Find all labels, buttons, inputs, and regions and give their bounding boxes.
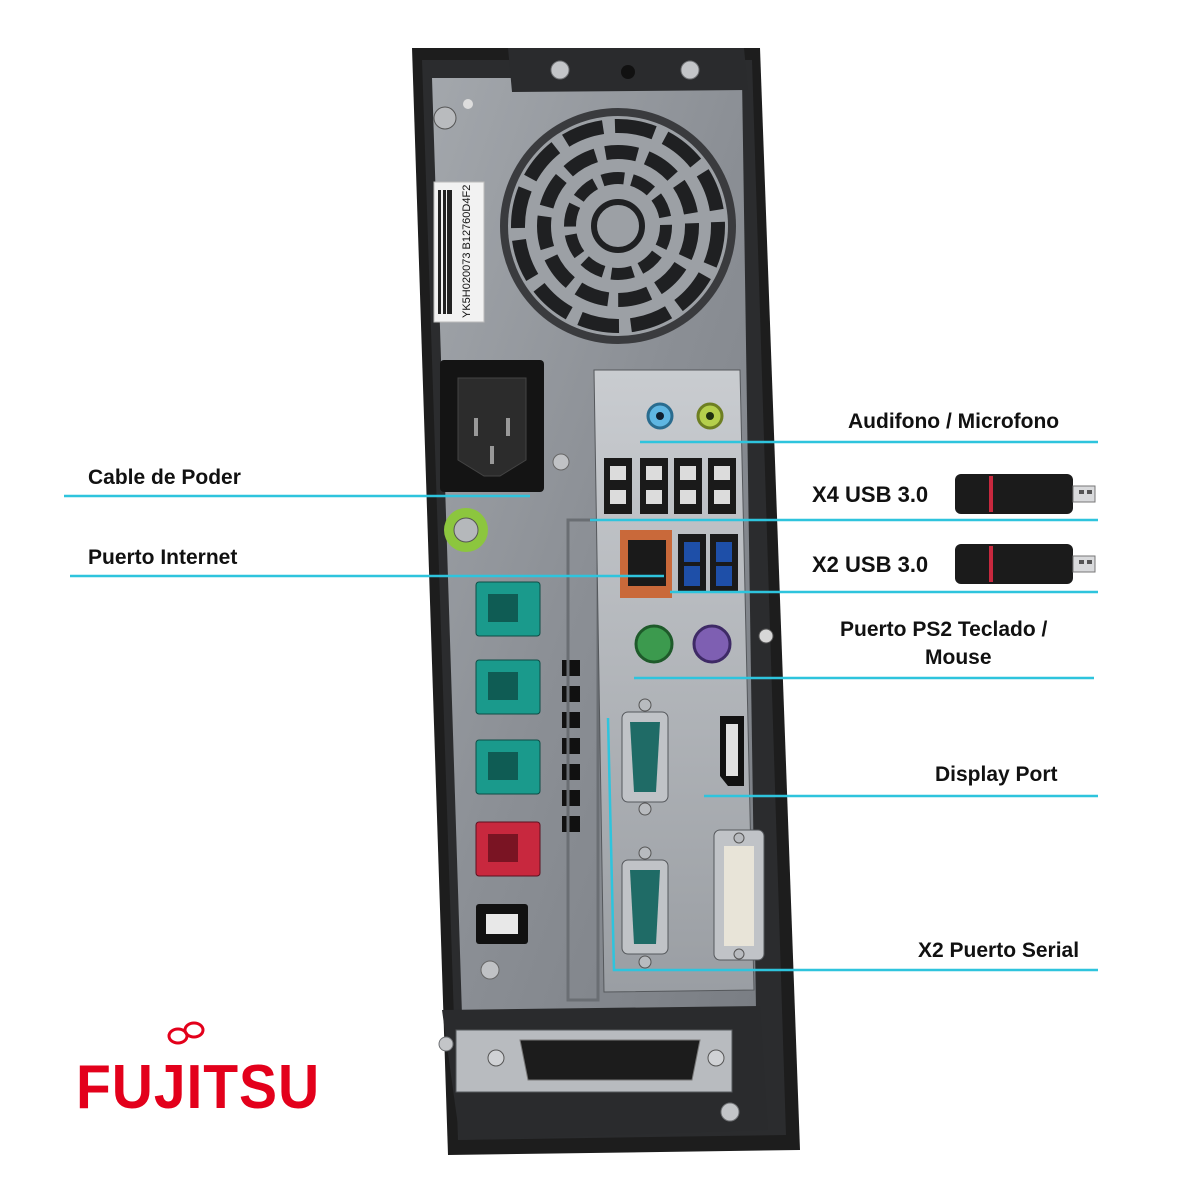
callout-usb2: X2 USB 3.0 — [812, 552, 929, 577]
parallel-port-bracket — [438, 1006, 768, 1140]
serial-label: YK5H020073 B12760D4F2 — [433, 181, 485, 323]
usb-flash-drive-icon — [955, 474, 1096, 514]
ground-screw — [444, 508, 488, 552]
ps2-mouse-port — [692, 624, 732, 664]
callout-ps2-line2: Mouse — [925, 646, 992, 669]
callout-ps2-line1: Puerto PS2 Teclado / — [840, 618, 1048, 641]
fan-grille — [500, 108, 736, 344]
ps2-keyboard-port — [634, 624, 674, 664]
ethernet-port — [620, 530, 672, 598]
callout-usb4: X4 USB 3.0 — [812, 482, 929, 507]
leader-serial — [606, 717, 1098, 972]
io-plate — [593, 369, 774, 993]
callout-serial: X2 Puerto Serial — [918, 939, 1080, 962]
callout-ethernet: Puerto Internet — [88, 546, 238, 569]
fujitsu-logo: FUJITSU — [76, 1053, 321, 1122]
dvi-connector — [713, 829, 765, 961]
power-inlet — [440, 360, 570, 492]
slot-vents — [562, 518, 600, 1002]
powered-usb-ports — [475, 581, 541, 980]
serial-port-1 — [621, 698, 669, 816]
serial-label-text: YK5H020073 B12760D4F2 — [461, 185, 473, 318]
serial-port-2 — [621, 846, 669, 969]
callout-power: Cable de Poder — [88, 466, 241, 489]
usb-ports-quad — [604, 458, 736, 514]
displayport-connector — [720, 716, 744, 786]
callout-display: Display Port — [935, 763, 1058, 786]
fujitsu-infinity-icon — [167, 1021, 205, 1045]
thumb-screw — [433, 106, 457, 130]
screw — [680, 60, 700, 80]
usb3-ports — [678, 534, 738, 592]
callout-audio: Audifono / Microfono — [848, 410, 1060, 433]
leader-lines — [64, 440, 1098, 972]
usb-flash-drive-icon — [955, 544, 1096, 584]
screw — [550, 60, 570, 80]
